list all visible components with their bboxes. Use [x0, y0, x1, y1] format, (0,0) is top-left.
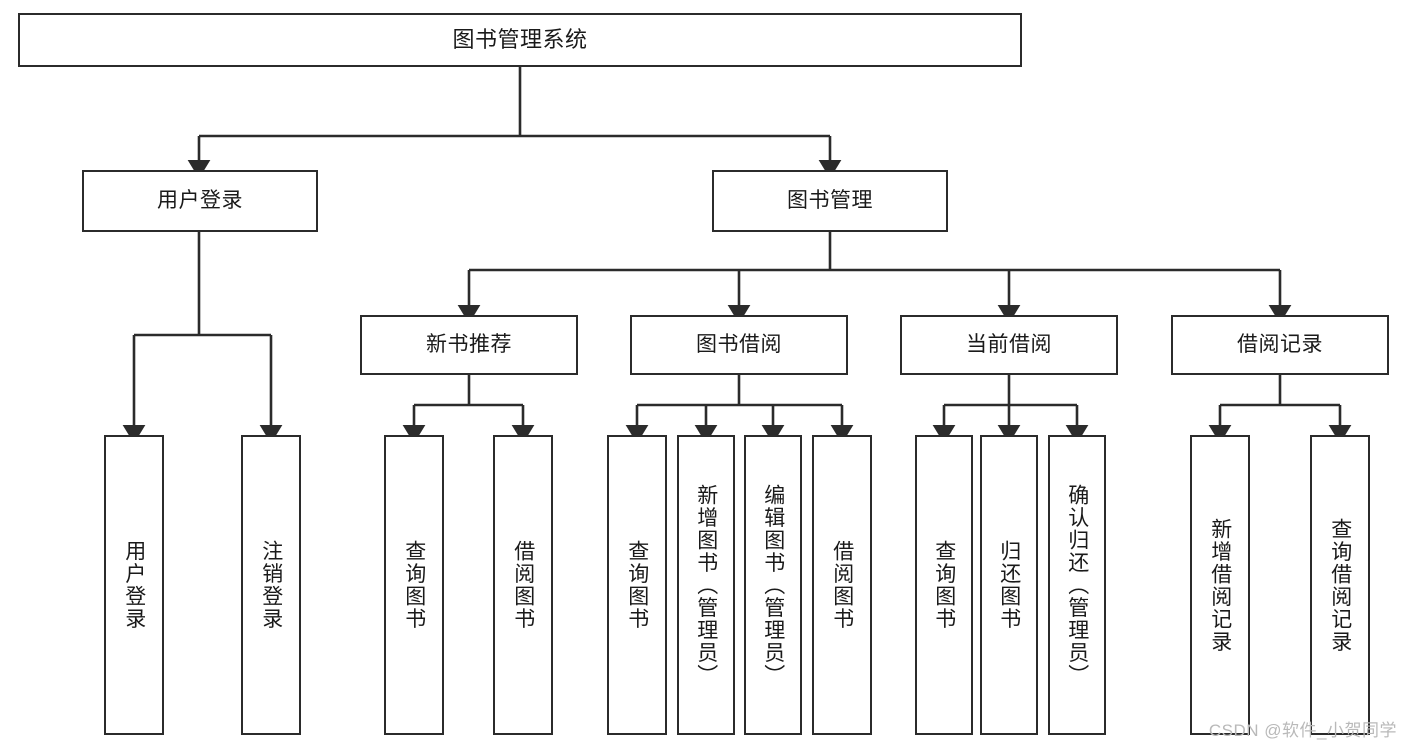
node-label: 查询图书 — [932, 540, 956, 630]
node-label: 新书推荐 — [426, 332, 512, 356]
node-label: 查询图书 — [402, 540, 426, 630]
node-leaf-edit-book-admin[interactable]: 编辑图书（管理员） — [744, 435, 802, 735]
node-leaf-borrow-book-recommend[interactable]: 借阅图书 — [493, 435, 553, 735]
node-label: 用户登录 — [122, 540, 146, 630]
node-book-borrow[interactable]: 图书借阅 — [630, 315, 848, 375]
node-label: 图书管理 — [787, 188, 873, 212]
node-label: 当前借阅 — [966, 332, 1052, 356]
node-borrow-record[interactable]: 借阅记录 — [1171, 315, 1389, 375]
node-new-book-recommend[interactable]: 新书推荐 — [360, 315, 578, 375]
node-root-system[interactable]: 图书管理系统 — [18, 13, 1022, 67]
node-label: 借阅记录 — [1237, 332, 1323, 356]
node-leaf-confirm-return-admin[interactable]: 确认归还（管理员） — [1048, 435, 1106, 735]
node-label: 图书管理系统 — [452, 27, 588, 53]
node-label: 查询借阅记录 — [1328, 517, 1352, 653]
node-leaf-return-book[interactable]: 归还图书 — [980, 435, 1038, 735]
node-leaf-logout[interactable]: 注销登录 — [241, 435, 301, 735]
node-leaf-query-book-current[interactable]: 查询图书 — [915, 435, 973, 735]
node-leaf-query-book-recommend[interactable]: 查询图书 — [384, 435, 444, 735]
node-label: 归还图书 — [997, 540, 1021, 630]
node-label: 新增图书（管理员） — [694, 483, 718, 687]
node-leaf-add-borrow-record[interactable]: 新增借阅记录 — [1190, 435, 1250, 735]
node-label: 查询图书 — [625, 540, 649, 630]
node-book-management[interactable]: 图书管理 — [712, 170, 948, 232]
node-leaf-query-book[interactable]: 查询图书 — [607, 435, 667, 735]
node-leaf-user-login[interactable]: 用户登录 — [104, 435, 164, 735]
node-label: 用户登录 — [157, 188, 243, 212]
node-label: 确认归还（管理员） — [1065, 483, 1089, 687]
node-label: 借阅图书 — [511, 540, 535, 630]
node-label: 新增借阅记录 — [1208, 517, 1232, 653]
node-label: 注销登录 — [259, 540, 283, 630]
node-label: 借阅图书 — [830, 540, 854, 630]
node-leaf-borrow-book[interactable]: 借阅图书 — [812, 435, 872, 735]
node-leaf-add-book-admin[interactable]: 新增图书（管理员） — [677, 435, 735, 735]
node-current-borrow[interactable]: 当前借阅 — [900, 315, 1118, 375]
watermark: CSDN @软件_小贺同学 — [1208, 721, 1397, 740]
node-user-login[interactable]: 用户登录 — [82, 170, 318, 232]
node-label: 图书借阅 — [696, 332, 782, 356]
node-label: 编辑图书（管理员） — [761, 483, 785, 687]
node-leaf-query-borrow-record[interactable]: 查询借阅记录 — [1310, 435, 1370, 735]
